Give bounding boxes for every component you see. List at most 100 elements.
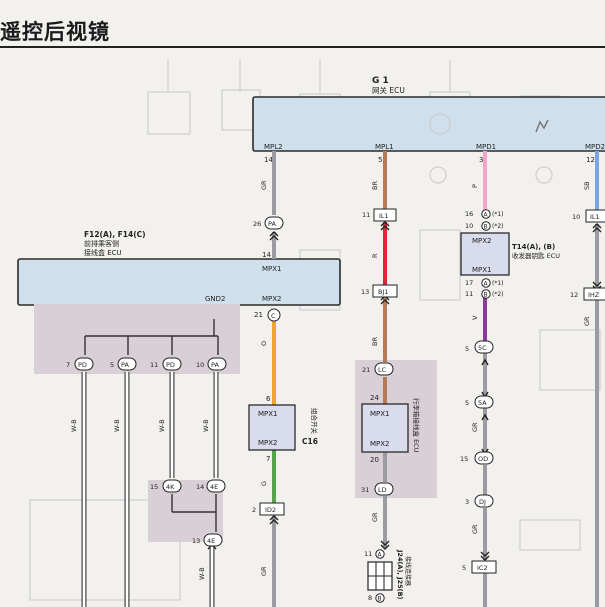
connector-il1-10-conn: IL1	[590, 213, 600, 221]
wire-label-wb1: W-B	[70, 419, 78, 432]
connector-4k15-num: 15	[150, 483, 158, 491]
connector-labels: 11 IL1 13 BJ1 2 ID2 10 IL1 12 IHZ 5 IC2	[66, 208, 605, 574]
connector-f12-c-conn: C	[271, 312, 276, 320]
mirror-ecu-pin-bottom: 20	[370, 456, 379, 464]
t14-top-conn-0: A	[484, 212, 489, 219]
t14-top-conn-1: B	[484, 224, 488, 231]
c16-name: 组合开关	[310, 408, 319, 435]
wire-label-wb2: W-B	[113, 419, 121, 432]
t14-mpx1: MPX1	[472, 266, 492, 274]
connector-pd11-conn: PD	[166, 361, 175, 369]
connector-f12-c: C	[267, 308, 281, 322]
wire-label-o1: O	[260, 341, 268, 346]
t14-transponder-ecu: MPX2 MPX1 T14(A), (B) 收发器钥匙 ECU 16 A (*1…	[460, 209, 560, 299]
title-rule	[0, 46, 605, 48]
j24-conn-a: A	[378, 552, 383, 559]
t14-bot-num-0: 17	[465, 279, 473, 287]
connector-il1-11-conn: IL1	[379, 212, 389, 220]
wire-label-gr1: GR	[260, 180, 268, 190]
connector-od15: 15 OD	[460, 451, 494, 465]
wire-label-p1: P	[471, 184, 479, 188]
mirror-ecu-mpx2: MPX2	[370, 440, 390, 448]
connector-4k15-conn: 4K	[166, 483, 175, 491]
t14-bot-conn-0: A	[484, 281, 489, 288]
f12-id: F12(A), F14(C)	[84, 230, 146, 239]
wire-label-gr4: GR	[371, 512, 379, 522]
wire-label-wb4: W-B	[202, 419, 210, 432]
connector-pa10-num: 10	[196, 361, 204, 369]
connector-pa26: 26 PA	[253, 216, 284, 230]
c16-pin-top: 6	[266, 395, 271, 403]
connector-pa26-conn: PA	[268, 220, 277, 228]
page-title: 遥控后视镜	[0, 20, 110, 44]
wire-wb-group	[81, 372, 219, 607]
g1-pin-name-1: MPL1	[375, 143, 394, 151]
ground-splice-block	[34, 304, 240, 374]
trunk-junction-ecu: 24 MPX1 MPX2 20 行李箱接线盒 ECU	[361, 394, 421, 464]
connector-sa5: 5 5A	[465, 395, 494, 409]
connector-dj3-num: 3	[465, 498, 469, 506]
connector-sa5-conn: 5A	[478, 399, 487, 407]
connector-sa5-num: 5	[465, 399, 469, 407]
t14-bot-conn-1: B	[484, 292, 488, 299]
f12-mpx1: MPX1	[262, 265, 282, 273]
j24-junction-connector: 11 A 8 B J24(A), J25(B) 接线连接器	[364, 549, 412, 603]
g1-pin-name-3: MPD2	[585, 143, 605, 151]
wire-label-gr2: GR	[471, 422, 479, 432]
connector-od15-num: 15	[460, 455, 468, 463]
connector-dj3-conn: DJ	[479, 498, 486, 506]
g1-name: 网关 ECU	[372, 85, 405, 95]
connector-ic2: 5 IC2	[462, 560, 497, 574]
connector-il1-10-num: 10	[572, 213, 580, 221]
connector-sc5: 5 5C	[465, 340, 494, 354]
connector-dj3: 3 DJ	[465, 494, 494, 508]
f12-mpx2: MPX2	[262, 295, 282, 303]
f12-gnd2: GND2	[205, 295, 226, 303]
connector-4e13: 13 4E	[192, 533, 223, 547]
connector-lc21-num: 21	[362, 366, 370, 374]
connector-id2-num: 2	[252, 506, 256, 514]
c16-combination-switch: 6 MPX1 MPX2 7 C16 组合开关	[248, 395, 319, 463]
connector-pd7: 7 PD	[66, 357, 94, 371]
connector-od15-conn: OD	[478, 455, 488, 463]
t14-bot-num-1: 11	[465, 290, 473, 298]
j24-id: J24(A), J25(B)	[396, 549, 404, 600]
connector-ld31-num: 31	[361, 486, 369, 494]
connector-pd11: 11 PD	[150, 357, 182, 371]
wire-label-gr3: GR	[471, 524, 479, 534]
g1-gateway-ecu: G 1 网关 ECU MPL2 MPL1 MPD1 MPD2 14 5 3 12	[252, 76, 605, 164]
connector-ic2-num: 5	[462, 564, 466, 572]
g1-pin-num-0: 14	[264, 156, 273, 164]
connector-il1-11: 11 IL1	[362, 208, 397, 222]
connector-pa26-num: 26	[253, 220, 261, 228]
wire-color-labels: GR BR P SB R BR O G V GR GR GR GR GR W-B…	[70, 180, 591, 580]
g1-pin-num-1: 5	[378, 156, 382, 164]
connector-pa10-conn: PA	[211, 361, 220, 369]
wire-label-r1: R	[371, 253, 379, 258]
connector-4e13-conn: 4E	[207, 537, 215, 545]
f12-mpx2-num: 21	[254, 311, 263, 319]
g1-pin-num-2: 3	[479, 156, 483, 164]
wire-label-br1: BR	[371, 181, 379, 190]
j24-pin-b: 8	[368, 594, 372, 602]
t14-top-num-1: 10	[465, 222, 473, 230]
connector-sc5-num: 5	[465, 345, 469, 353]
wire-label-sb1: SB	[583, 181, 591, 190]
j24-pin-a: 11	[364, 550, 372, 558]
connector-bj1: 13 BJ1	[361, 284, 398, 298]
connector-il1-11-num: 11	[362, 211, 370, 219]
wire-label-wb5: W-B	[198, 567, 206, 580]
g1-pin-num-3: 12	[586, 156, 595, 164]
wire-label-gr6: GR	[260, 566, 268, 576]
t14-mpx2: MPX2	[472, 237, 492, 245]
connector-pa5-num: 5	[110, 361, 114, 369]
connector-4e14-conn: 4E	[210, 483, 218, 491]
connector-lc21: 21 LC	[362, 362, 394, 376]
t14-top-note-0: (*1)	[492, 211, 504, 218]
connector-pa10: 10 PA	[196, 357, 227, 371]
g1-pin-name-2: MPD1	[476, 143, 496, 151]
connector-lc21-conn: LC	[378, 366, 387, 374]
connector-ihz-num: 12	[570, 291, 578, 299]
connector-ld31-conn: LD	[378, 486, 387, 494]
